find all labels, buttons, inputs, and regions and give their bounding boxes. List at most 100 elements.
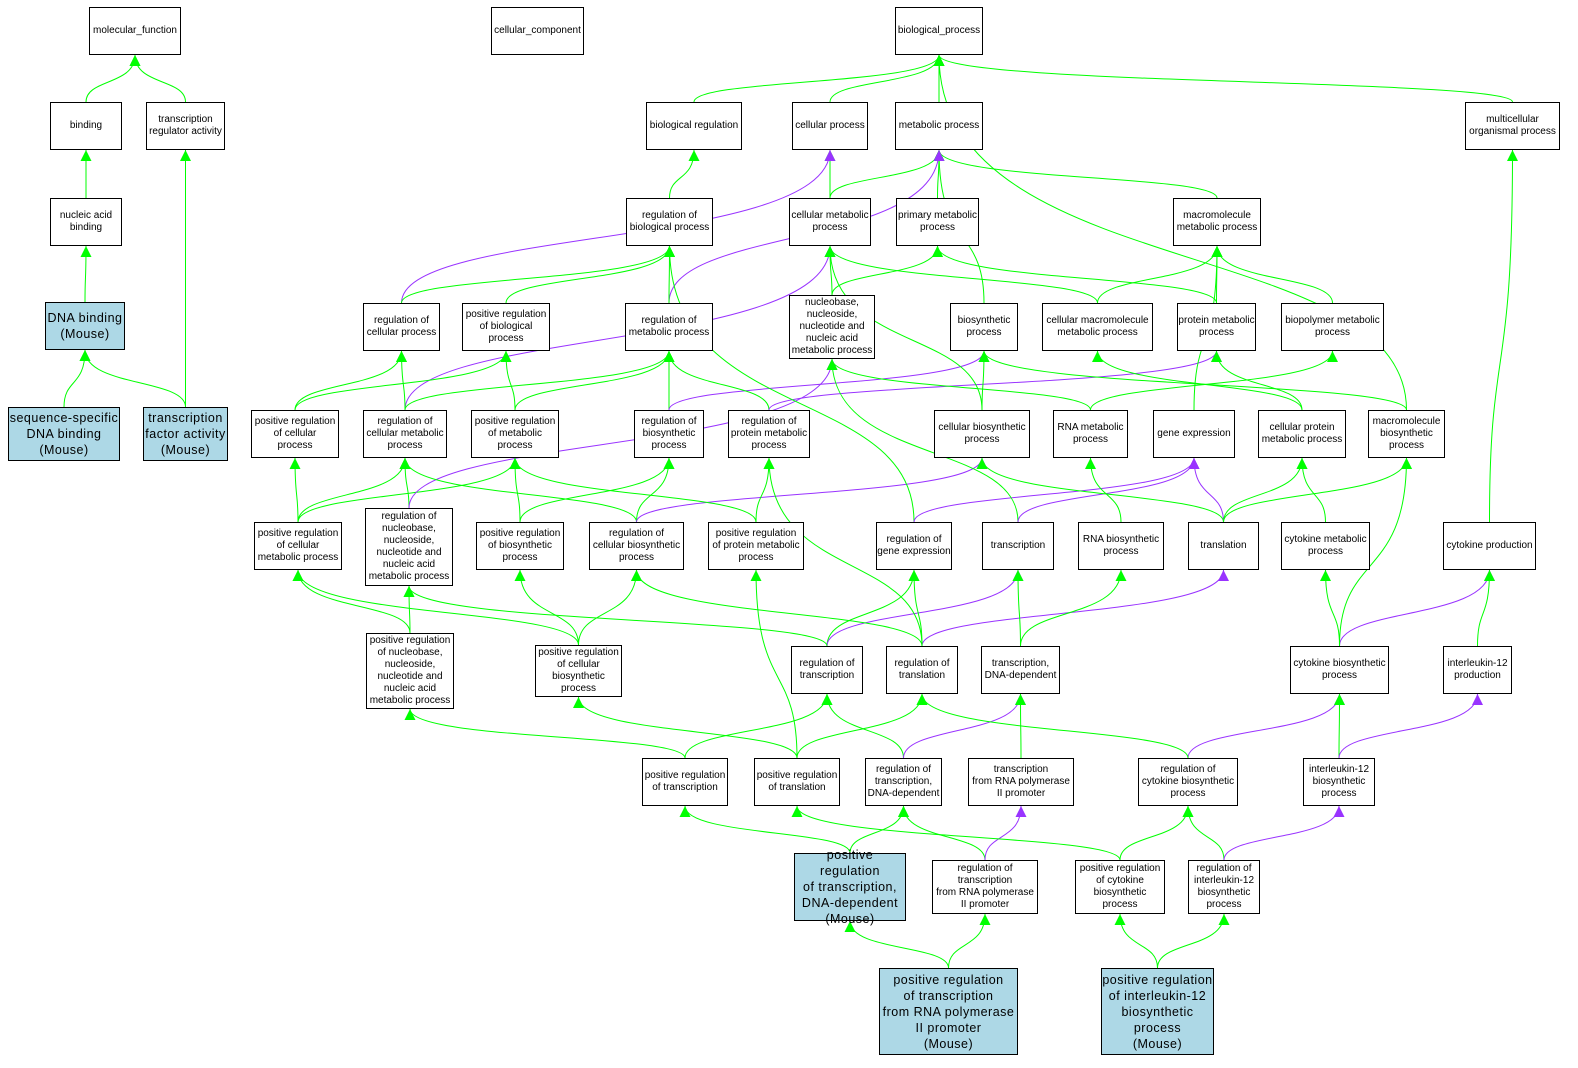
term-node-tra[interactable]: transcription regulator activity xyxy=(146,102,225,150)
term-node-rnamp[interactable]: RNA metabolic process xyxy=(1053,410,1128,458)
term-node-rtl[interactable]: regulation of translation xyxy=(886,646,958,694)
term-node-rcbsp[interactable]: regulation of cellular biosynthetic proc… xyxy=(589,522,684,570)
term-node-binding[interactable]: binding xyxy=(50,102,122,150)
term-node-bpmp[interactable]: biopolymer metabolic process xyxy=(1281,303,1384,351)
term-node-prtxdd[interactable]: positive regulation of transcription, DN… xyxy=(794,848,906,926)
edge-cpmp-to-protmp xyxy=(1211,350,1303,411)
edge-rge-to-rbp xyxy=(664,245,915,523)
edge-rnamp-to-bpmp xyxy=(1090,350,1338,411)
term-node-prbp[interactable]: positive regulation of biological proces… xyxy=(462,303,550,351)
term-node-rge[interactable]: regulation of gene expression xyxy=(876,522,952,570)
term-node-prnnm[interactable]: positive regulation of nucleobase, nucle… xyxy=(366,633,454,709)
term-node-pril12[interactable]: positive regulation of interleukin-12 bi… xyxy=(1101,968,1214,1055)
term-node-cbsp[interactable]: cellular biosynthetic process xyxy=(934,410,1030,458)
edge-rtx-to-tx xyxy=(826,569,1024,647)
term-node-rmp[interactable]: regulation of metabolic process xyxy=(625,303,713,351)
term-node-cytprod[interactable]: cytokine production xyxy=(1443,522,1536,570)
edge-rnnm-to-nnm xyxy=(408,358,838,509)
edge-ril12-to-il12bsp xyxy=(1223,805,1345,861)
term-node-prtxrnap[interactable]: positive regulation of transcription fro… xyxy=(879,968,1018,1055)
edge-rtl-to-tl xyxy=(921,569,1229,647)
term-node-pmp[interactable]: primary metabolic process xyxy=(896,198,979,246)
edge-cytmp-to-cpmp xyxy=(1296,457,1326,523)
edge-cytbsp-to-cytmp xyxy=(1320,569,1340,647)
term-node-prbsp[interactable]: positive regulation of biosynthetic proc… xyxy=(476,522,564,570)
term-node-txrnap[interactable]: transcription from RNA polymerase II pro… xyxy=(968,758,1074,806)
edge-cbsp-to-bsp xyxy=(978,350,990,411)
edge-rcbsp-to-rbsp xyxy=(636,457,675,523)
term-node-prcbsp[interactable]: positive regulation of cellular biosynth… xyxy=(535,645,622,697)
edge-prbsp-to-rbsp xyxy=(519,457,675,523)
term-node-rtxdd[interactable]: regulation of transcription, DNA-depende… xyxy=(865,758,942,806)
term-node-cytmp[interactable]: cytokine metabolic process xyxy=(1281,522,1370,570)
term-node-rtx[interactable]: regulation of transcription xyxy=(791,646,863,694)
term-node-ssdb[interactable]: sequence-specific DNA binding (Mouse) xyxy=(8,407,120,461)
edge-il12p-to-cytprod xyxy=(1477,569,1495,647)
term-node-il12p[interactable]: interleukin-12 production xyxy=(1443,646,1512,694)
term-node-dnab[interactable]: DNA binding (Mouse) xyxy=(45,302,125,350)
term-node-rcmp[interactable]: regulation of cellular metabolic process xyxy=(363,410,447,458)
edge-tfa-to-dnab xyxy=(79,349,186,408)
term-node-prtl[interactable]: positive regulation of translation xyxy=(754,758,840,806)
edge-rbsp-to-bsp xyxy=(668,350,990,411)
term-node-cytbsp[interactable]: cytokine biosynthetic process xyxy=(1290,646,1389,694)
term-node-rnabsp[interactable]: RNA biosynthetic process xyxy=(1078,522,1164,570)
term-node-bp[interactable]: biological_process xyxy=(895,7,983,55)
term-node-prcytbsp[interactable]: positive regulation of cytokine biosynth… xyxy=(1075,860,1165,914)
edge-tl-to-ge xyxy=(1188,457,1224,523)
term-node-cpmp[interactable]: cellular protein metabolic process xyxy=(1258,410,1346,458)
term-node-tfa[interactable]: transcription factor activity (Mouse) xyxy=(143,407,228,461)
term-node-prcp[interactable]: positive regulation of cellular process xyxy=(251,410,339,458)
term-node-mop[interactable]: multicellular organismal process xyxy=(1465,102,1560,150)
term-node-txdd[interactable]: transcription, DNA-dependent xyxy=(981,646,1060,694)
term-node-rnnm[interactable]: regulation of nucleobase, nucleoside, nu… xyxy=(365,508,453,586)
edge-tl-to-mbsp xyxy=(1223,457,1412,523)
term-node-rbp[interactable]: regulation of biological process xyxy=(626,198,713,246)
term-node-ge[interactable]: gene expression xyxy=(1153,410,1235,458)
edge-cytbsp-to-mbsp xyxy=(1339,457,1412,647)
term-node-rcytbsp[interactable]: regulation of cytokine biosynthetic proc… xyxy=(1138,758,1238,806)
edge-rcp-to-cp xyxy=(401,149,836,304)
term-node-nnm[interactable]: nucleobase, nucleoside, nucleotide and n… xyxy=(789,295,875,359)
edge-prpmp-to-prmp xyxy=(509,457,757,523)
term-node-prpmp[interactable]: positive regulation of protein metabolic… xyxy=(708,522,804,570)
edge-cytbsp-to-cytprod xyxy=(1339,569,1495,647)
edge-prcytbsp-to-rcytbsp xyxy=(1119,805,1194,861)
edge-ssdb-to-dnab xyxy=(63,349,91,408)
term-node-ril12[interactable]: regulation of interleukin-12 biosyntheti… xyxy=(1188,860,1260,914)
term-node-nab[interactable]: nucleic acid binding xyxy=(50,198,122,246)
term-node-mp[interactable]: metabolic process xyxy=(895,102,983,150)
term-node-br[interactable]: biological regulation xyxy=(646,102,742,150)
term-node-protmp[interactable]: protein metabolic process xyxy=(1177,303,1256,351)
term-node-rpmp[interactable]: regulation of protein metabolic process xyxy=(728,410,810,458)
term-node-mbsp[interactable]: macromolecule biosynthetic process xyxy=(1368,410,1445,458)
term-node-bsp[interactable]: biosynthetic process xyxy=(950,303,1018,351)
edge-prcytbsp-to-prtl xyxy=(791,805,1121,861)
term-node-tx[interactable]: transcription xyxy=(982,522,1054,570)
term-node-rbsp[interactable]: regulation of biosynthetic process xyxy=(634,410,704,458)
edge-rnamp-to-nnm xyxy=(826,358,1091,411)
edge-prtx-to-prnnm xyxy=(404,708,686,759)
edge-prpmp-to-rpmp xyxy=(755,457,775,523)
term-node-il12bsp[interactable]: interleukin-12 biosynthetic process xyxy=(1303,758,1375,806)
term-node-rcp[interactable]: regulation of cellular process xyxy=(363,303,440,351)
term-node-cmmp[interactable]: cellular macromolecule metabolic process xyxy=(1042,303,1153,351)
term-node-prtx[interactable]: positive regulation of transcription xyxy=(642,758,728,806)
term-node-prcmp[interactable]: positive regulation of cellular metaboli… xyxy=(254,522,342,570)
term-node-rtxrnap[interactable]: regulation of transcription from RNA pol… xyxy=(932,860,1038,914)
edge-tx-to-ge xyxy=(1017,457,1200,523)
term-node-tl[interactable]: translation xyxy=(1188,522,1259,570)
edge-rtx-to-rge xyxy=(826,569,920,647)
edge-rtxdd-to-rtx xyxy=(821,693,904,759)
term-node-prmp[interactable]: positive regulation of metabolic process xyxy=(471,410,559,458)
edge-prbsp-to-prmp xyxy=(509,457,521,523)
term-node-cc[interactable]: cellular_component xyxy=(491,7,584,55)
edge-prtl-to-prcbsp xyxy=(573,696,798,759)
term-node-mf[interactable]: molecular_function xyxy=(89,7,181,55)
edge-prcbsp-to-prbsp xyxy=(514,569,579,646)
term-node-cmp[interactable]: cellular metabolic process xyxy=(789,198,871,246)
edge-txdd-to-rnabsp xyxy=(1020,569,1127,647)
term-node-cp[interactable]: cellular process xyxy=(792,102,868,150)
term-node-macmp[interactable]: macromolecule metabolic process xyxy=(1173,198,1261,246)
edge-prmp-to-prbp xyxy=(500,350,516,411)
